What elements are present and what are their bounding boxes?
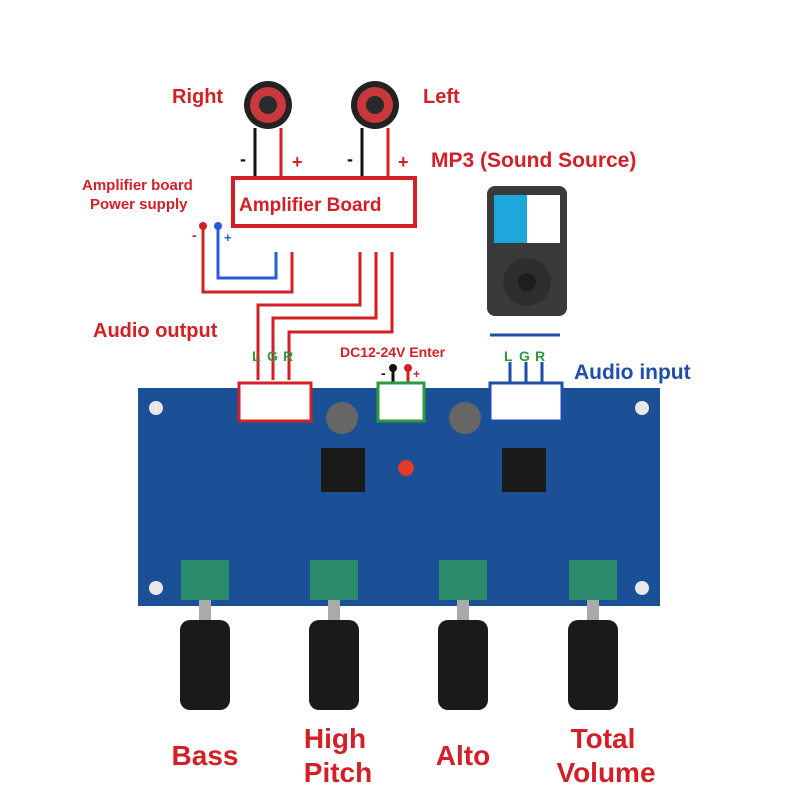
audio-output-wires: [256, 252, 394, 380]
right-plus: +: [292, 152, 303, 172]
amp-power-label-1: Amplifier board: [82, 177, 193, 194]
audio-output-pin-l: L: [252, 348, 261, 364]
knob-alto: [438, 560, 488, 710]
audio-output-pin-g: G: [267, 348, 278, 364]
knob-high-pitch: [309, 560, 359, 710]
left-minus: -: [347, 149, 353, 169]
audio-output-pin-r: R: [283, 348, 293, 364]
knob-total-volume: [568, 560, 618, 710]
knob-label-volume: Volume: [556, 757, 655, 788]
knob-label-alto: Alto: [436, 740, 490, 771]
amp-power-plus: +: [224, 230, 232, 245]
audio-input-pin-r: R: [535, 348, 545, 364]
audio-input-pin-g: G: [519, 348, 530, 364]
dc-power-label: DC12-24V Enter: [340, 344, 446, 360]
speaker-right-label: Right: [172, 86, 223, 108]
knob-label-total: Total: [571, 723, 636, 754]
dc-power-plus: +: [413, 367, 420, 381]
audio-output-connector: [237, 381, 313, 423]
amplifier-board-label: Amplifier Board: [239, 195, 382, 216]
audio-input-label: Audio input: [574, 361, 691, 384]
amp-power-wires: [199, 222, 294, 294]
left-plus: +: [398, 152, 409, 172]
knob-bass: [180, 560, 230, 710]
knob-label-bass: Bass: [172, 740, 239, 771]
amp-power-label-2: Power supply: [90, 196, 188, 213]
dc-power-minus: -: [381, 365, 386, 381]
speaker-left-label: Left: [423, 86, 460, 108]
audio-output-label: Audio output: [93, 320, 218, 342]
mp3-source-label: MP3 (Sound Source): [431, 149, 636, 172]
amplifier-board-box: [231, 176, 417, 228]
power-input-connector: [376, 381, 426, 423]
amp-power-minus: -: [192, 227, 197, 243]
knob-label-pitch: Pitch: [304, 757, 372, 788]
right-minus: -: [240, 149, 246, 169]
speaker-left: [351, 81, 399, 178]
audio-input-connector: [488, 381, 564, 423]
speaker-right: [244, 81, 292, 178]
audio-input-wires: [490, 333, 560, 382]
audio-input-pin-l: L: [504, 348, 513, 364]
knob-label-high: High: [304, 723, 366, 754]
mp3-player-icon: [487, 186, 567, 316]
